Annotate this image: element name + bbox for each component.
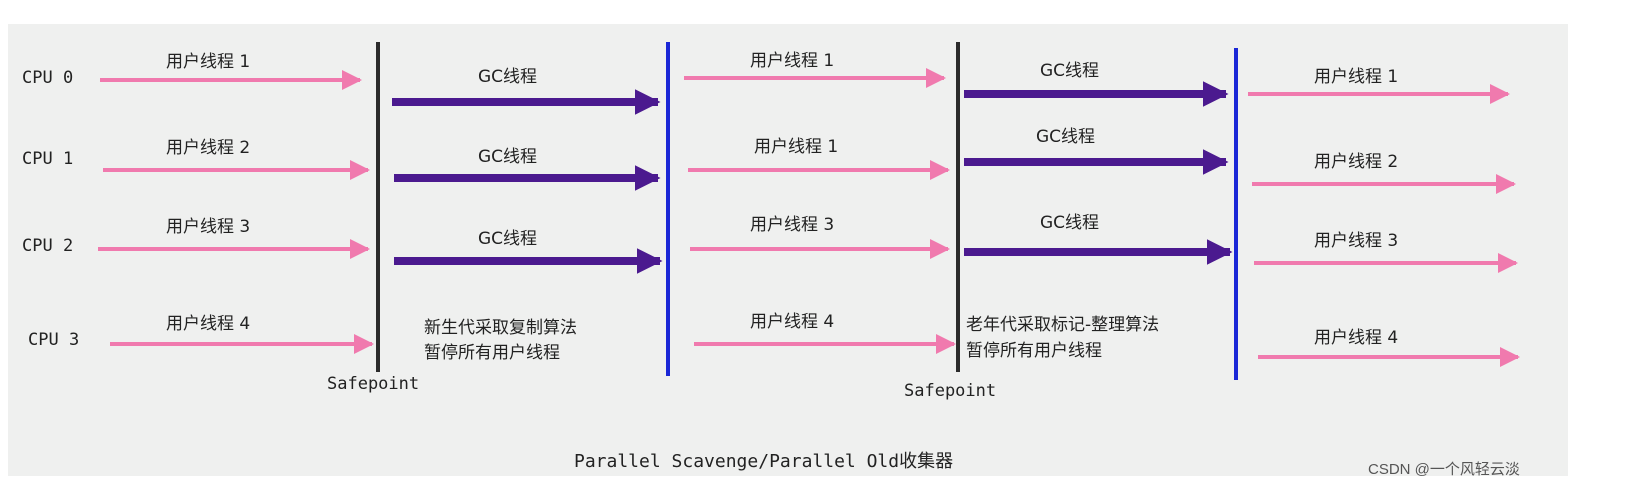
phase1-note-line2: 暂停所有用户线程 bbox=[424, 343, 560, 363]
safepoint-label: Safepoint bbox=[327, 374, 419, 394]
phase1-gc-threads: GC线程 GC线程 GC线程 bbox=[392, 67, 663, 274]
phase1-user-threads: 用户线程 1 用户线程 2 用户线程 3 用户线程 4 bbox=[98, 52, 374, 354]
user-thread-label: 用户线程 1 bbox=[750, 51, 834, 71]
phase2-note-line1: 老年代采取标记-整理算法 bbox=[966, 315, 1159, 335]
user-thread-label: 用户线程 2 bbox=[166, 138, 250, 158]
user-thread-label: 用户线程 1 bbox=[1314, 67, 1398, 87]
cpu-label: CPU 3 bbox=[28, 330, 79, 350]
cpu-label: CPU 2 bbox=[22, 236, 73, 256]
user-thread-label: 用户线程 3 bbox=[1314, 231, 1398, 251]
user-thread-label: 用户线程 1 bbox=[166, 52, 250, 72]
phase1-note-line1: 新生代采取复制算法 bbox=[424, 318, 577, 338]
user-thread-label: 用户线程 2 bbox=[1314, 152, 1398, 172]
phase2-gc-threads: GC线程 GC线程 GC线程 bbox=[964, 61, 1233, 265]
gc-thread-label: GC线程 bbox=[478, 229, 537, 249]
gc-thread-label: GC线程 bbox=[1040, 61, 1099, 81]
gc-thread-label: GC线程 bbox=[478, 67, 537, 87]
gc-thread-label: GC线程 bbox=[1036, 127, 1095, 147]
user-thread-label: 用户线程 3 bbox=[166, 217, 250, 237]
user-thread-label: 用户线程 4 bbox=[1314, 328, 1398, 348]
cpu-labels: CPU 0 CPU 1 CPU 2 CPU 3 bbox=[22, 68, 79, 350]
phase1-note: 新生代采取复制算法 暂停所有用户线程 bbox=[424, 318, 577, 363]
user-thread-label: 用户线程 4 bbox=[166, 314, 250, 334]
user-thread-label: 用户线程 4 bbox=[750, 312, 834, 332]
safepoint-label: Safepoint bbox=[904, 381, 996, 401]
user-thread-label: 用户线程 3 bbox=[750, 215, 834, 235]
cpu-label: CPU 1 bbox=[22, 149, 73, 169]
user-thread-label: 用户线程 1 bbox=[754, 137, 838, 157]
phase2-note: 老年代采取标记-整理算法 暂停所有用户线程 bbox=[966, 315, 1159, 361]
watermark: CSDN @一个风轻云淡 bbox=[1368, 461, 1520, 478]
gc-thread-label: GC线程 bbox=[478, 147, 537, 167]
cpu-label: CPU 0 bbox=[22, 68, 73, 88]
phase3-user-threads: 用户线程 1 用户线程 2 用户线程 3 用户线程 4 bbox=[1248, 67, 1520, 367]
phase2-note-line2: 暂停所有用户线程 bbox=[966, 341, 1102, 361]
phase2-user-threads: 用户线程 1 用户线程 1 用户线程 3 用户线程 4 bbox=[684, 51, 956, 354]
diagram-caption: Parallel Scavenge/Parallel Old收集器 bbox=[574, 451, 953, 472]
gc-thread-label: GC线程 bbox=[1040, 213, 1099, 233]
